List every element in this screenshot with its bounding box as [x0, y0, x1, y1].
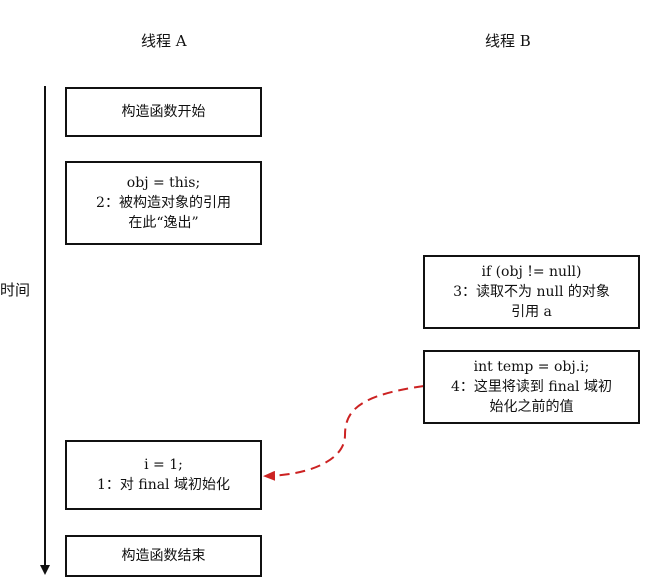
step-code: if (obj != null): [481, 264, 582, 280]
step-text: 4：这里将读到 final 域初: [451, 379, 612, 395]
thread-a-step-final-init: i = 1; 1：对 final 域初始化: [65, 440, 262, 510]
step-code: i = 1;: [144, 457, 183, 473]
thread-a-step-constructor-start: 构造函数开始: [65, 87, 262, 137]
thread-a-step-constructor-end: 构造函数结束: [65, 535, 262, 577]
thread-b-header: 线程 B: [485, 32, 531, 50]
thread-a-step-this-escape: obj = this; 2：被构造对象的引用 在此“逸出”: [65, 161, 262, 245]
step-text: 2：被构造对象的引用: [96, 195, 231, 211]
thread-b-step-null-check: if (obj != null) 3：读取不为 null 的对象 引用 a: [423, 255, 640, 329]
step-text: 构造函数结束: [121, 548, 206, 564]
step-text: 构造函数开始: [121, 104, 206, 120]
step-text: 3：读取不为 null 的对象: [453, 284, 610, 300]
step-code: int temp = obj.i;: [473, 359, 590, 375]
thread-a-header: 线程 A: [141, 32, 187, 50]
reorder-arrow: [263, 385, 425, 481]
step-text: 始化之前的值: [489, 399, 574, 415]
step-text: 引用 a: [511, 304, 552, 320]
thread-b-step-read-final: int temp = obj.i; 4：这里将读到 final 域初 始化之前的…: [423, 350, 640, 424]
step-text: 1：对 final 域初始化: [97, 477, 230, 493]
step-code: obj = this;: [126, 175, 201, 191]
time-axis-label: 时间: [0, 281, 31, 299]
step-text: 在此“逸出”: [128, 215, 199, 231]
